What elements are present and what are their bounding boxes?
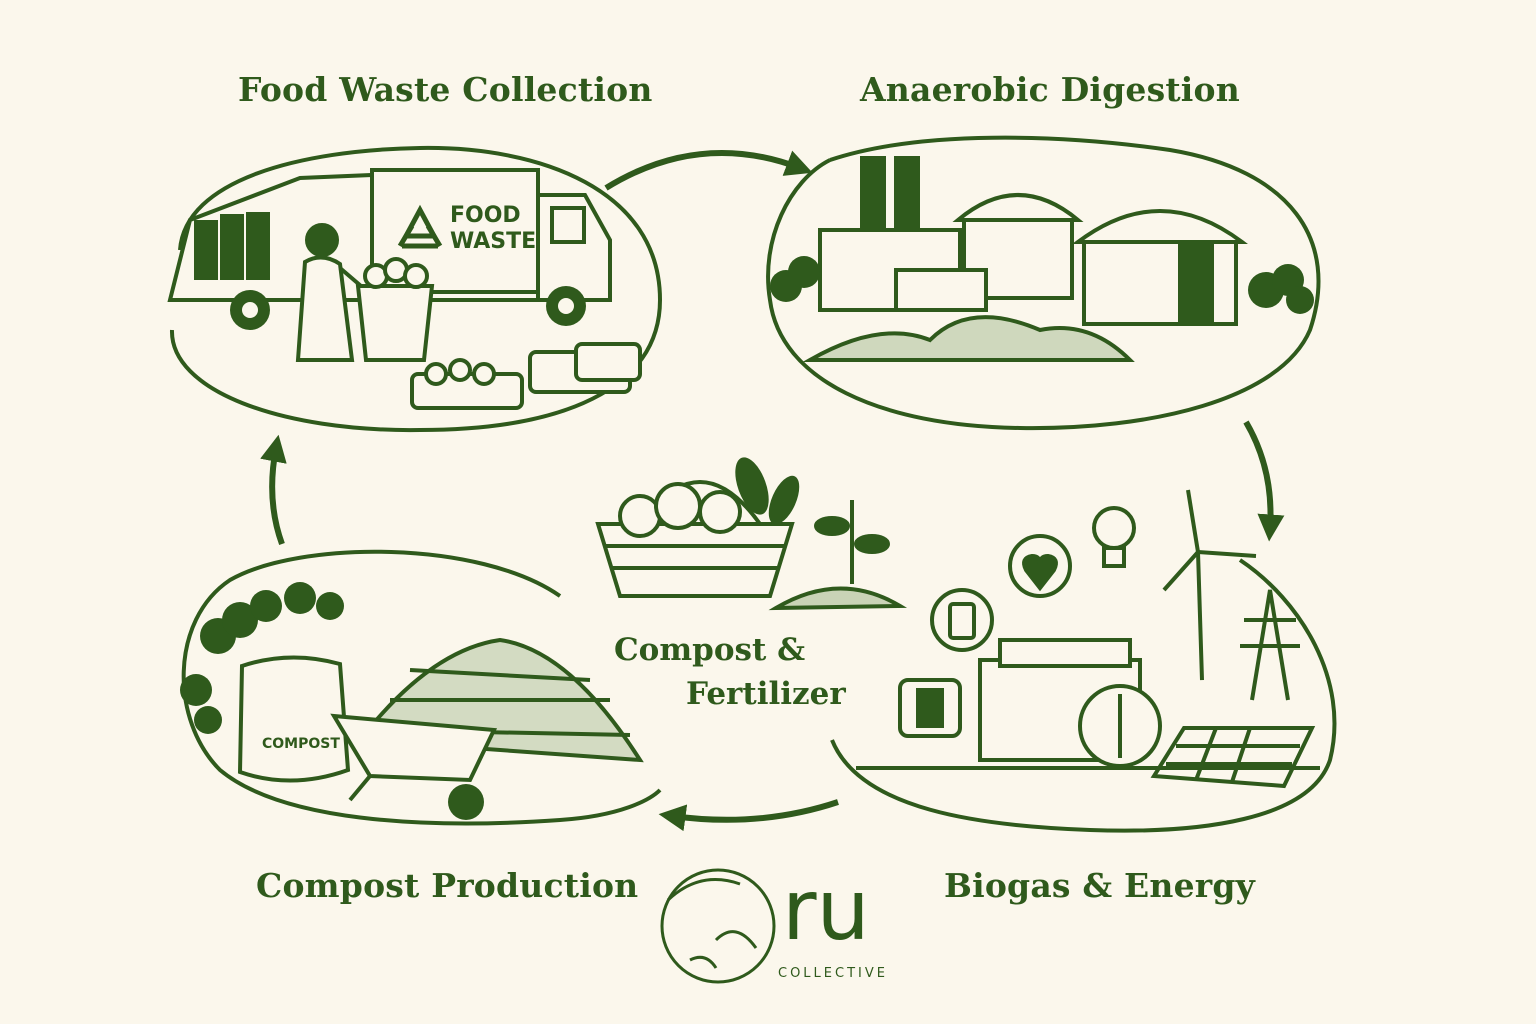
arrow-compost-to-collection <box>272 448 282 544</box>
title-compost-production: Compost Production <box>256 866 638 905</box>
produce-crates <box>412 344 640 408</box>
wheelbarrow-wheel <box>448 784 484 820</box>
center-label-line1: Compost & <box>614 628 805 672</box>
center-label-line2: Fertilizer <box>686 672 846 716</box>
truck-label-waste: WASTE <box>450 229 536 254</box>
compost-production-scene: COMPOST <box>180 552 660 824</box>
biogas-plant <box>820 158 1242 324</box>
compost-bag <box>240 657 348 780</box>
globe-icon <box>662 870 774 982</box>
title-biogas-energy: Biogas & Energy <box>944 866 1255 905</box>
logo-subtitle: COLLECTIVE <box>778 966 888 981</box>
biogas-energy-scene <box>832 490 1334 831</box>
food-waste-collection-scene: FOOD WASTE <box>170 148 660 430</box>
vegetable-bucket <box>358 259 432 360</box>
truck-label-food: FOOD <box>450 203 521 228</box>
seedling <box>816 500 888 584</box>
title-anaerobic-digestion: Anaerobic Digestion <box>860 70 1240 109</box>
lightbulb-icon <box>1094 508 1134 566</box>
logo-mark: ru <box>782 868 870 952</box>
produce-basket-illustration <box>598 453 900 608</box>
wind-turbine-icon <box>1164 490 1256 680</box>
heart-icon <box>1010 536 1070 596</box>
compost-bag-label: COMPOST <box>262 736 340 752</box>
solar-panel-icon <box>1154 728 1312 786</box>
arrow-collection-to-digestion <box>606 153 800 188</box>
soil-mound <box>776 588 900 608</box>
arrow-energy-to-compost <box>672 802 838 820</box>
battery-icon <box>932 590 992 650</box>
arrow-digestion-to-energy <box>1246 422 1271 528</box>
anaerobic-digestion-scene <box>768 138 1318 428</box>
title-food-waste-collection: Food Waste Collection <box>238 70 653 109</box>
energy-plant <box>900 640 1160 766</box>
